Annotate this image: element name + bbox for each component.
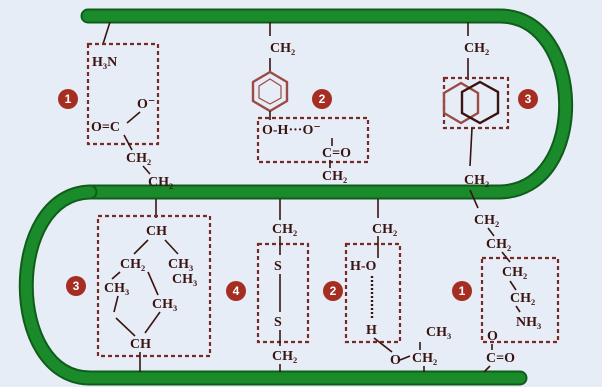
badge-hydrophobic-3-top-number: 3 [525, 92, 532, 106]
ch2-label-b: CH₂ [148, 175, 173, 190]
badge-ionic-1-top [58, 89, 78, 109]
backbone [18, 8, 574, 386]
hydrogen-bond-top: CH₂ O-H···O⁻ C=O CH₂ 2 [251, 22, 370, 184]
ch2-label-a: CH₂ [126, 151, 151, 166]
hydrophobic-interaction-top: CH₂ CH₂ 3 [442, 22, 538, 188]
badge-hbond-2-top-number: 2 [319, 92, 326, 106]
o-asp-label: O [487, 329, 498, 344]
s-top-label: S [274, 259, 282, 274]
hydrophobic-interaction-bottom: CH CH₂ CH₃ CH₃ CH₃ CH₃ CH 3 [66, 199, 212, 372]
s-bot-label: S [274, 315, 282, 330]
ch2-lys-3-label: CH₂ [502, 265, 527, 280]
badge-hydrophobic-3-bottom [66, 276, 86, 296]
c-eq-o-asp-label: C=O [486, 351, 515, 366]
o-ser-label: O [390, 353, 401, 368]
ch2-ss-top-label: CH₂ [272, 222, 297, 237]
ch2-tyr-top-label: CH₂ [270, 41, 295, 56]
ch2-ser-bot-label: CH₂ [412, 351, 437, 366]
c-eq-o-top-label: C=O [322, 146, 351, 161]
ionic-bond-top: H₃N O⁻ O=C CH₂ CH₂ 1 [58, 21, 173, 190]
h-label: H [366, 323, 377, 338]
ch2-lys-1-label: CH₂ [474, 213, 499, 228]
phenyl-ring-a [442, 81, 480, 125]
ch3-right2-label: CH₃ [152, 297, 177, 312]
badge-hbond-2-bottom [323, 281, 343, 301]
ch3-ser-label: CH₃ [426, 325, 451, 340]
ch2-phe-top-label: CH₂ [464, 41, 489, 56]
disulfide-bridge: CH₂ S S CH₂ 4 [226, 199, 310, 372]
badge-ionic-1-bottom-number: 1 [459, 284, 466, 298]
ch3-left-label: CH₃ [104, 281, 129, 296]
ch3-mid-label: CH₃ [172, 272, 197, 287]
ch2-ss-bot-label: CH₂ [272, 349, 297, 364]
badge-disulfide-4-number: 4 [233, 284, 240, 298]
badge-hydrophobic-3-bottom-number: 3 [73, 279, 80, 293]
badge-hbond-2-top [312, 89, 332, 109]
ch-bottom-label: CH [130, 337, 151, 352]
h-o-label: H-O [350, 259, 377, 274]
o-minus-label: O⁻ [137, 97, 155, 112]
h3n-label: H₃N [92, 55, 117, 70]
hydrogen-bond-bottom: CH₂ H-O H O CH₃ CH₂ 2 [323, 199, 451, 372]
badge-disulfide-4 [226, 281, 246, 301]
nh3-label: NH₃ [516, 315, 541, 330]
badge-ionic-1-bottom [452, 281, 472, 301]
ch3-right-label: CH₃ [168, 257, 193, 272]
ch2-lys-2-label: CH₂ [486, 237, 511, 252]
badge-hydrophobic-3-top [518, 89, 538, 109]
o-h-tyr-label: O-H···O⁻ [262, 123, 321, 138]
ch2-ser-top-label: CH₂ [372, 222, 397, 237]
ch2-phe-bot-label: CH₂ [464, 173, 489, 188]
ch2-tyr-bot-label: CH₂ [322, 169, 347, 184]
phenyl-ring-b [460, 80, 500, 125]
tyrosine-ring [251, 70, 289, 113]
badge-hbond-2-bottom-number: 2 [330, 284, 337, 298]
badge-ionic-1-top-number: 1 [65, 92, 72, 106]
ch2-lys-4-label: CH₂ [510, 291, 535, 306]
o-eq-c-label: O=C [91, 120, 120, 135]
ionic-bond-bottom: CH₂ CH₂ CH₂ CH₂ NH₃ O C=O 1 [452, 189, 560, 373]
ch2-left-label: CH₂ [120, 257, 145, 272]
ch-top-label: CH [146, 224, 167, 239]
